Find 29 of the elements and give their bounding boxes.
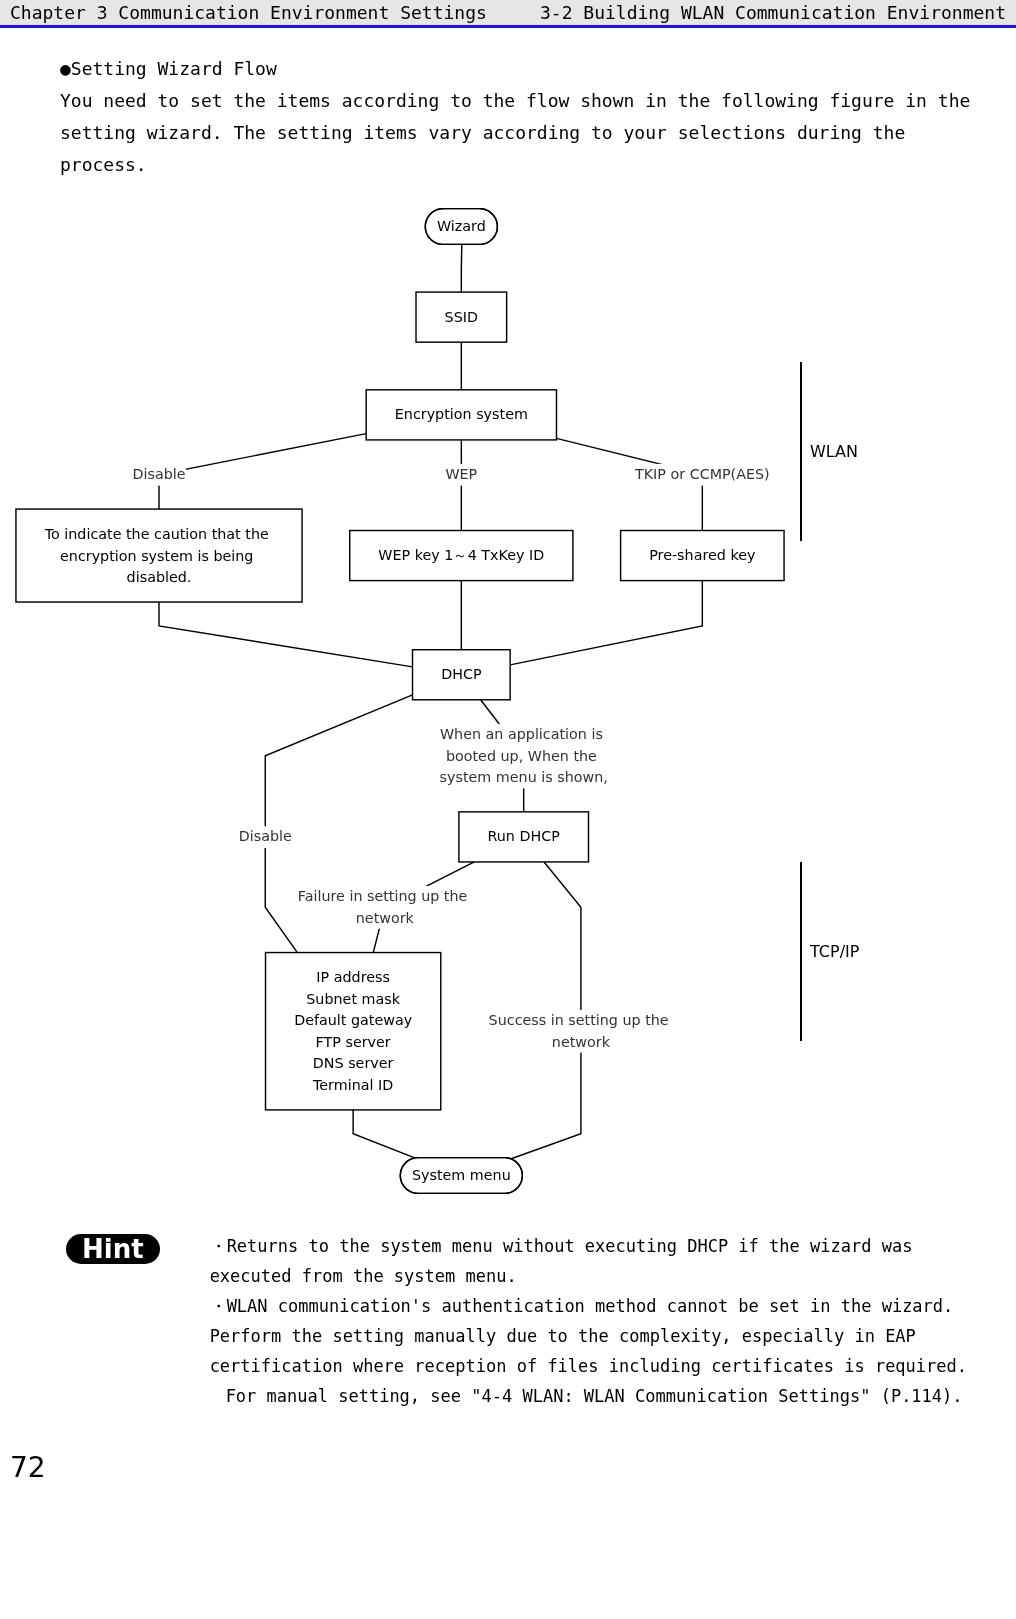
node-box: SSID xyxy=(415,291,508,343)
group-brace-label: TCP/IP xyxy=(800,861,950,1041)
connector xyxy=(460,341,463,391)
intro-paragraph: You need to set the items according to the flow shown in the following figure in the setting wizard. The setting items vary according to your selections during the process. xyxy=(60,89,972,177)
hint-note: ・WLAN communication's authentication method cannot be set in the wizard. Perform the setting manually due to the complexity, especially in EAP certification where reception of files including certificates is required. xyxy=(209,1295,968,1378)
edge-label: TKIP or CCMP(AES) xyxy=(634,465,770,483)
edge-label: Disable xyxy=(132,465,186,483)
section-header: 3-2 Building WLAN Communication Environment xyxy=(540,2,1006,23)
edge-label: Failure in setting up the network xyxy=(297,887,468,927)
hint-note: For manual setting, see "4-4 WLAN: WLAN Communication Settings" (P.114). xyxy=(224,1385,964,1408)
connector xyxy=(460,244,463,293)
edge-label: When an application is booted up, When the system menu is shown, xyxy=(439,725,608,786)
edge-label: Disable xyxy=(238,828,292,846)
chapter-header: Chapter 3 Communication Environment Settings xyxy=(10,2,487,23)
edge-label: WEP xyxy=(445,465,478,483)
node-box: Run DHCP xyxy=(458,811,590,863)
group-brace-label: WLAN xyxy=(800,361,950,541)
node-box: To indicate the caution that the encryption system is being disabled. xyxy=(15,508,303,603)
node-box: DHCP xyxy=(411,649,511,701)
node-box: Encryption system xyxy=(365,389,558,441)
node-box: IP address Subnet mask Default gateway FTP server DNS server Terminal ID xyxy=(264,951,442,1111)
node-box: WEP key 1～4 TxKey ID xyxy=(349,529,574,582)
node-box: Pre-shared key xyxy=(619,529,785,582)
section-title: ●Setting Wizard Flow xyxy=(60,58,278,79)
page-number: 72 xyxy=(10,1451,47,1484)
hint-note: ・Returns to the system menu without executing DHCP if the wizard was executed from the system menu. xyxy=(209,1235,914,1288)
edge-label: Success in setting up the network xyxy=(488,1011,669,1051)
connector xyxy=(460,579,463,651)
hint-badge: Hint xyxy=(66,1234,160,1264)
